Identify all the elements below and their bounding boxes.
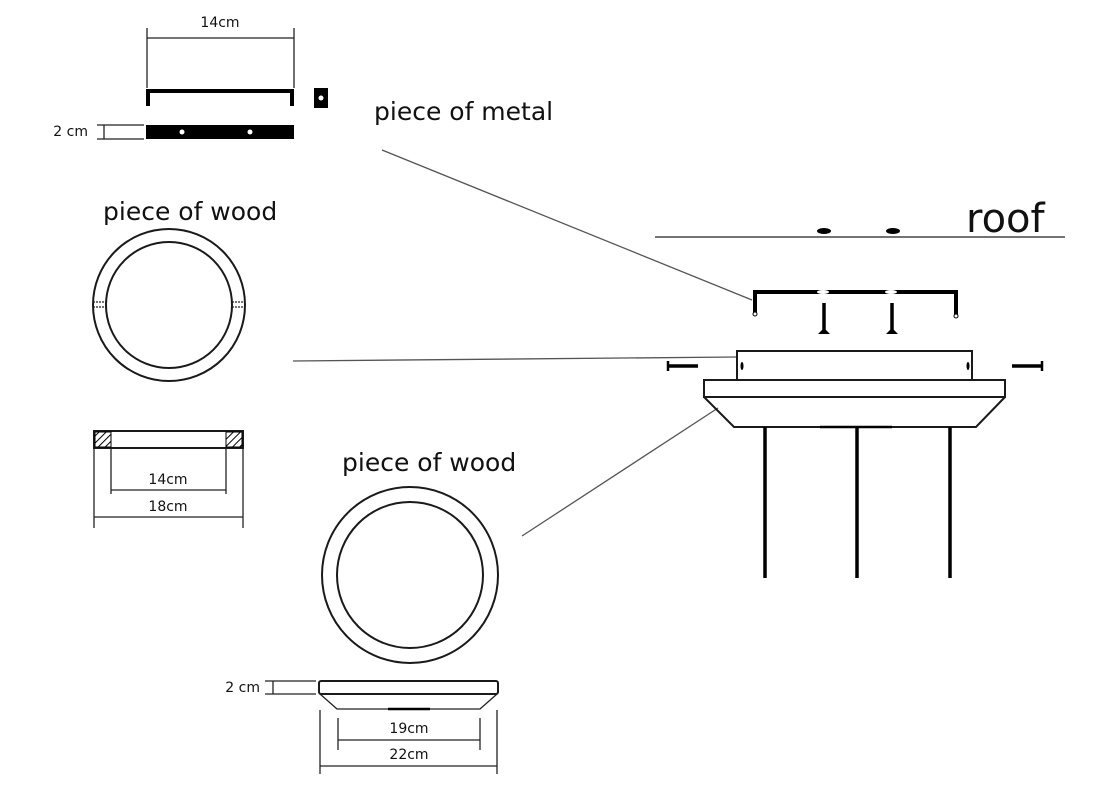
bracket-hole bbox=[752, 311, 758, 317]
bracket-hole bbox=[885, 290, 897, 294]
dim-label-base-outer: 22cm bbox=[389, 747, 428, 763]
screw-head bbox=[886, 328, 898, 334]
pendant-cords bbox=[763, 427, 952, 578]
base-inner-circle bbox=[336, 501, 484, 649]
screw-head bbox=[818, 328, 830, 334]
ring-section-hatch-left bbox=[94, 431, 112, 448]
leader-line-wood-ring bbox=[292, 356, 738, 362]
dim-label-metal-height: 2 cm bbox=[53, 124, 88, 140]
assembly-wood-ring bbox=[736, 350, 973, 381]
roof-anchor bbox=[817, 228, 831, 234]
screws-horizontal bbox=[666, 361, 1044, 371]
ring-section-outline bbox=[93, 430, 244, 449]
assembly-metal-bracket bbox=[752, 290, 959, 319]
metal-hole bbox=[247, 129, 253, 135]
bracket-hole bbox=[817, 290, 829, 294]
wood-base-section-view: 2 cm 19cm 22cm bbox=[225, 680, 499, 774]
base-section-bevel bbox=[319, 693, 498, 710]
metal-hole bbox=[318, 95, 324, 101]
base-section-top bbox=[318, 680, 499, 695]
dim-label-base-inner: 19cm bbox=[389, 721, 428, 737]
leader-line-wood-base bbox=[521, 407, 719, 537]
assembled-ring bbox=[736, 350, 973, 381]
dim-label-ring-inner: 14cm bbox=[148, 472, 187, 488]
metal-piece-drawing: 14cm 2 cm bbox=[53, 15, 328, 140]
ring-outer-circle bbox=[92, 228, 246, 382]
wood-ring-section-view: 14cm 18cm bbox=[93, 430, 244, 528]
label-roof: roof bbox=[966, 196, 1046, 242]
wood-ring-top-view bbox=[92, 228, 246, 382]
dim-label-metal-length: 14cm bbox=[200, 15, 239, 31]
base-outer-circle bbox=[321, 486, 499, 664]
roof-anchor bbox=[886, 228, 900, 234]
dim-label-base-height: 2 cm bbox=[225, 680, 260, 696]
dim-label-ring-outer: 18cm bbox=[148, 499, 187, 515]
ring-section-hatch-right bbox=[225, 431, 243, 448]
label-piece-of-metal: piece of metal bbox=[374, 97, 553, 126]
assembled-bracket bbox=[753, 290, 958, 316]
assembled-base-top bbox=[703, 379, 1006, 398]
assembly-wood-base bbox=[703, 379, 1006, 429]
screws-vertical bbox=[818, 303, 898, 334]
wood-base-top-view bbox=[321, 486, 499, 664]
ring-screw-hole bbox=[740, 362, 744, 370]
ring-screw-hole bbox=[966, 362, 970, 370]
label-piece-of-wood-base: piece of wood bbox=[342, 448, 516, 477]
leader-line-metal bbox=[381, 149, 753, 301]
metal-hole bbox=[179, 129, 185, 135]
ring-inner-circle bbox=[105, 241, 233, 369]
label-piece-of-wood-ring: piece of wood bbox=[103, 197, 277, 226]
bracket-hole bbox=[953, 313, 959, 319]
assembled-base-bevel bbox=[703, 396, 1006, 428]
metal-bracket-side bbox=[146, 89, 294, 106]
metal-bracket-top bbox=[146, 125, 294, 139]
